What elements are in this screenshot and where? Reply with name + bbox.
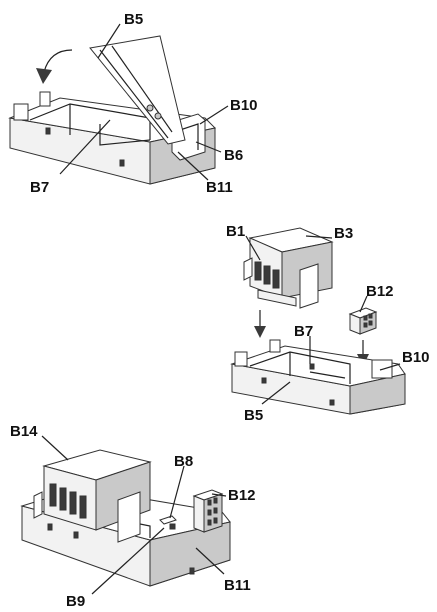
label-b12-bottom: B12 <box>228 487 256 504</box>
label-b5-top: B5 <box>124 11 143 28</box>
label-b12-middle: B12 <box>366 283 394 300</box>
label-b1: B1 <box>226 223 245 240</box>
label-b5-middle: B5 <box>244 407 263 424</box>
label-b11-bottom: B11 <box>224 577 251 594</box>
part-labels: B5 B10 B6 B7 B11 B1 B3 B12 B7 B10 B5 B14… <box>10 11 430 610</box>
label-b14: B14 <box>10 423 38 440</box>
label-b3: B3 <box>334 225 353 242</box>
figure-2-module-insertion <box>230 227 406 415</box>
figure-3-assembled-unit <box>20 449 231 587</box>
label-b10-top: B10 <box>230 97 258 114</box>
leader-lines <box>41 23 401 595</box>
label-b8: B8 <box>174 453 193 470</box>
label-b10-middle: B10 <box>402 349 430 366</box>
label-b11-top: B11 <box>206 179 233 196</box>
figure-1-base-with-cover-open <box>8 35 217 185</box>
label-b7-top: B7 <box>30 179 49 196</box>
label-b6: B6 <box>224 147 243 164</box>
label-b9: B9 <box>66 593 85 610</box>
label-b7-middle: B7 <box>294 323 313 340</box>
